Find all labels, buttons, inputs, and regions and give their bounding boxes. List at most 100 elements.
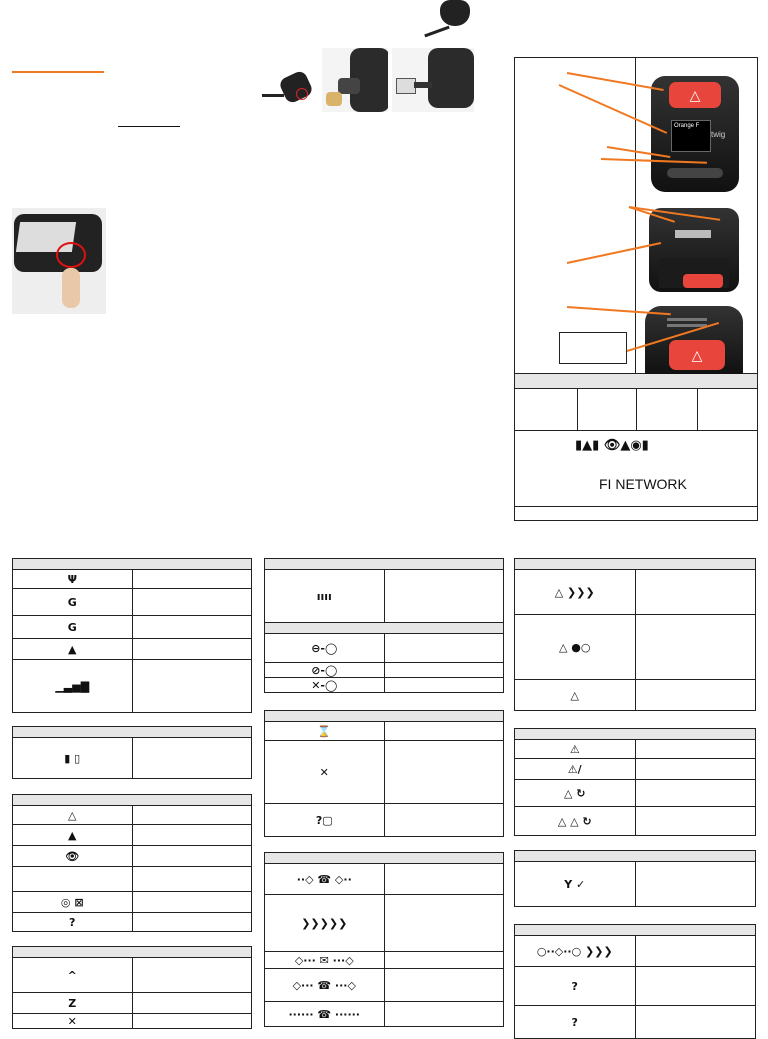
icon-description [131, 992, 252, 1014]
status-icon: G [12, 615, 133, 639]
icon-description [383, 968, 504, 1002]
table-row: ○··◇··○ ❯❯❯ [514, 935, 756, 967]
status-icons-row: ▮▲▮ 👁▲◉▮ [575, 438, 649, 453]
icon-description [383, 1001, 504, 1027]
speaker-callout-box [559, 332, 627, 364]
heading-underline [12, 71, 104, 73]
status-icon: ? [12, 912, 133, 932]
table-row: ❯❯❯❯❯ [264, 894, 504, 952]
network-label: FI NETWORK [599, 476, 687, 492]
status-icon: ıııı [264, 569, 385, 623]
icon-description [634, 614, 756, 680]
table-header [12, 726, 252, 738]
col2-icon-table-1: ıııı [264, 558, 504, 623]
status-icon: ⚠/ [514, 758, 636, 780]
table-row: 👁 [12, 845, 252, 867]
status-icon: △ ❯❯❯ [514, 569, 636, 615]
status-icon: Ψ [12, 569, 133, 589]
status-icon: △ ●○ [514, 614, 636, 680]
table-row: ⊖-◯ [264, 633, 504, 663]
status-icon: ^ [12, 957, 133, 993]
status-icon: △ ↻ [514, 779, 636, 807]
status-icon: ▲ [12, 824, 133, 846]
table-row: ◇··· ☎ ···◇ [264, 968, 504, 1002]
icon-description [131, 615, 252, 639]
table-header [514, 728, 756, 740]
status-icon: △ [514, 679, 636, 711]
icon-description [383, 677, 504, 693]
status-icon: ◇··· ✉ ···◇ [264, 951, 385, 969]
icon-description [131, 912, 252, 932]
status-icon: ? [514, 966, 636, 1006]
table-row: ▁▃▅▇ [12, 659, 252, 713]
table-row: △ ↻ [514, 779, 756, 807]
charger-plug-photo [420, 0, 476, 44]
status-icon: △ [12, 805, 133, 825]
device-screen: Orange F [671, 120, 711, 152]
table-row [12, 866, 252, 892]
charger-connect-photo-1 [262, 68, 318, 112]
col1-icon-table-3: △▲👁 ◎ ⊠? [12, 794, 252, 932]
icon-description [383, 569, 504, 623]
icon-description [131, 866, 252, 892]
status-icon: ··◇ ☎ ◇·· [264, 863, 385, 895]
icon-description [131, 737, 252, 779]
table-row: ⚠/ [514, 758, 756, 780]
table-row: ◇··· ✉ ···◇ [264, 951, 504, 969]
icon-description [634, 569, 756, 615]
table-header [12, 794, 252, 806]
table-row: ··◇ ☎ ◇·· [264, 863, 504, 895]
icon-description [131, 659, 252, 713]
col1-icon-table-2: ▮ ▯ [12, 726, 252, 779]
status-icon: ▮ ▯ [12, 737, 133, 779]
icon-description [634, 935, 756, 967]
icon-description [634, 758, 756, 780]
table-row: G [12, 615, 252, 639]
table-row: ✕ [12, 1013, 252, 1029]
icon-description [634, 806, 756, 836]
status-icon: ▁▃▅▇ [12, 659, 133, 713]
table-row: △ △ ↻ [514, 806, 756, 836]
icon-description [131, 588, 252, 616]
status-icon: ✕ [264, 740, 385, 804]
icon-description [383, 662, 504, 678]
icon-description [383, 721, 504, 741]
icon-description [131, 569, 252, 589]
icon-description [131, 805, 252, 825]
status-icon [12, 866, 133, 892]
icon-description [634, 1005, 756, 1039]
status-icon: ⌛ [264, 721, 385, 741]
status-icon: ▲ [12, 638, 133, 660]
status-icon: ⚠ [514, 739, 636, 759]
device-diagram-panel: △ Orange F twig △ ▮▲▮ 👁▲◉▮ FI NETWORK [514, 57, 758, 521]
charger-connect-photo-3 [392, 48, 474, 112]
table-row: ······ ☎ ······ [264, 1001, 504, 1027]
table-row: △ [12, 805, 252, 825]
status-icon: ◎ ⊠ [12, 891, 133, 913]
table-row: Ψ [12, 569, 252, 589]
table-row: ⚠ [514, 739, 756, 759]
status-icon: Y ✓ [514, 861, 636, 907]
status-icon: ○··◇··○ ❯❯❯ [514, 935, 636, 967]
table-header [514, 558, 756, 570]
icon-description [383, 803, 504, 837]
table-row: ▲ [12, 638, 252, 660]
icon-description [131, 824, 252, 846]
status-icon: ⊘-◯ [264, 662, 385, 678]
status-icon: ◇··· ☎ ···◇ [264, 968, 385, 1002]
icon-description [383, 740, 504, 804]
status-icon: ? [514, 1005, 636, 1039]
col1-icon-table-4: ^Z✕ [12, 946, 252, 1029]
icon-description [634, 779, 756, 807]
icon-description [383, 633, 504, 663]
table-header [514, 850, 756, 862]
status-icon: G [12, 588, 133, 616]
table-row: ? [514, 966, 756, 1006]
status-icon: ✕-◯ [264, 677, 385, 693]
table-row: ? [12, 912, 252, 932]
table-header [12, 558, 252, 570]
table-row: ▲ [12, 824, 252, 846]
icon-description [634, 679, 756, 711]
table-row: △ ❯❯❯ [514, 569, 756, 615]
